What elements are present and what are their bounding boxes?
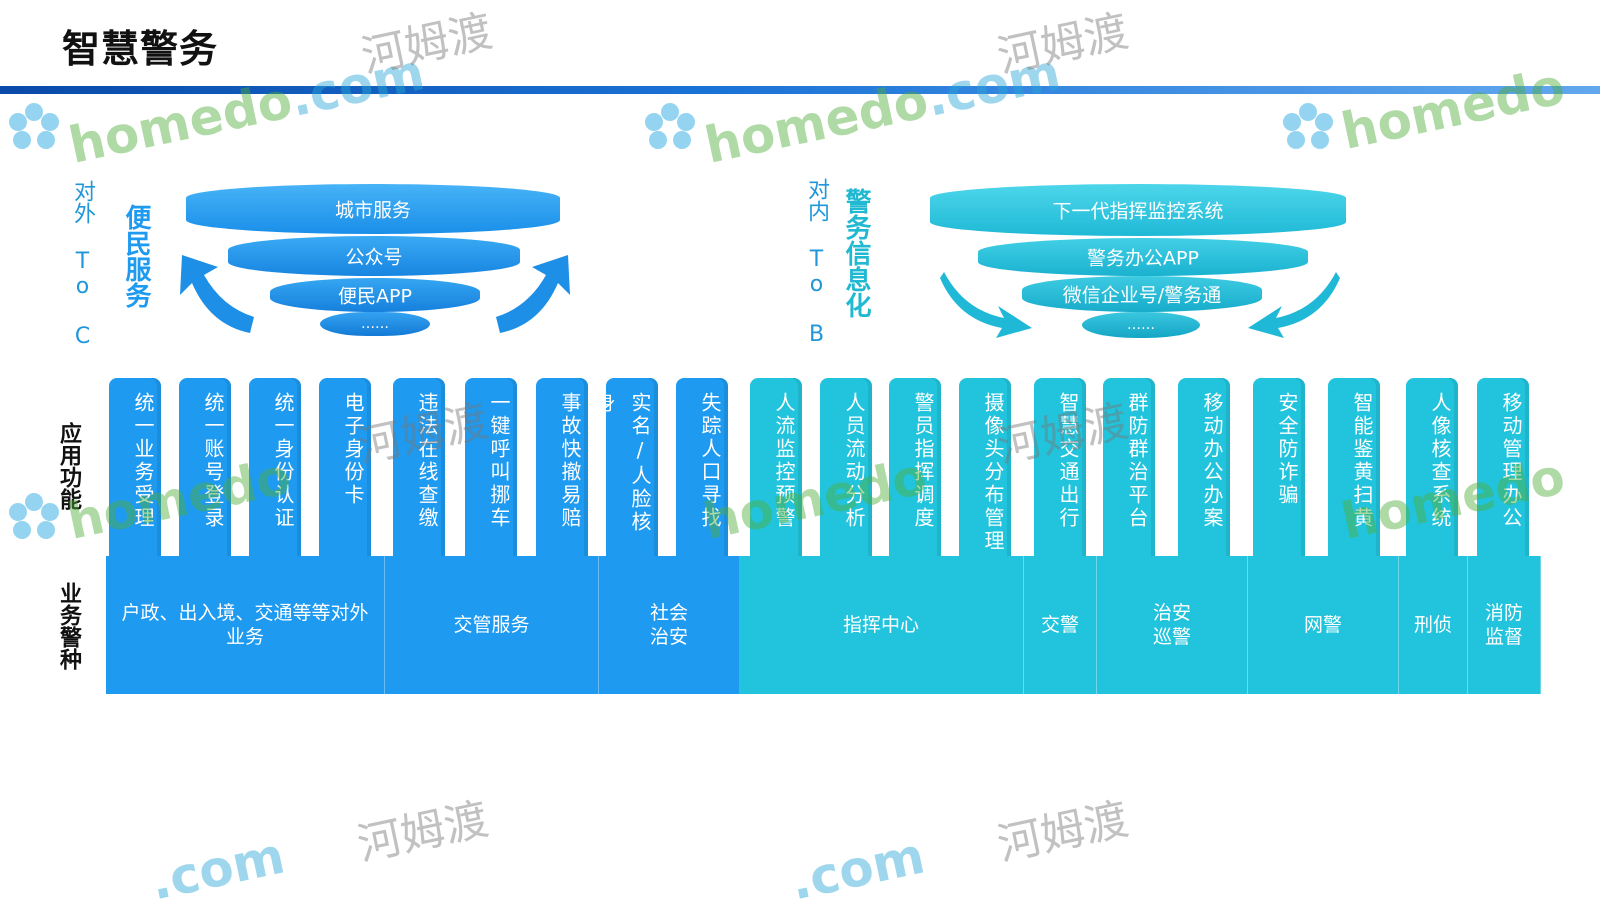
- police-type-cell: 刑侦: [1399, 556, 1468, 694]
- function-column: 移动办公办案: [1178, 378, 1230, 556]
- right-funnel-layer-2: 警务办公APP: [978, 238, 1308, 276]
- right-arrow-up-right-icon: [496, 255, 570, 333]
- watermark-brand: .com: [785, 826, 930, 911]
- arrow-down-left-icon: [1248, 272, 1340, 338]
- function-column: 统一账号登录: [179, 378, 231, 556]
- watermark-cn: 河姆渡: [993, 793, 1133, 872]
- row-label-police-types: 业务警种: [56, 582, 81, 670]
- function-column: 一键呼叫挪车: [465, 378, 517, 556]
- function-column: 人流监控预警: [750, 378, 802, 556]
- police-type-cell: 交管服务: [385, 556, 599, 694]
- function-column: 智慧交通出行: [1034, 378, 1086, 556]
- police-type-cell: 网警: [1248, 556, 1399, 694]
- watermark-cn: 河姆渡: [357, 5, 497, 84]
- left-side-label: 对外 To C: [70, 180, 95, 349]
- watermark-cn: 河姆渡: [353, 793, 493, 872]
- function-column: 人像核查系统: [1406, 378, 1458, 556]
- function-column: 人员流动分析: [820, 378, 872, 556]
- left-arrows: [180, 255, 570, 333]
- function-column: 实名/人脸核身: [592, 378, 658, 556]
- police-type-cell: 户政、出入境、交通等等对外业务: [106, 556, 385, 694]
- right-group-title: 警务信息化: [841, 188, 871, 318]
- left-arrow-up-left-icon: [180, 255, 254, 333]
- police-type-cell: 社会治安: [599, 556, 740, 694]
- watermark-brand: .com: [145, 826, 290, 911]
- flower-logo-icon: [645, 103, 695, 149]
- watermark-cn: 河姆渡: [993, 5, 1133, 84]
- function-column: 智能鉴黄扫黄: [1328, 378, 1380, 556]
- right-side-label: 对内 To B: [804, 178, 829, 347]
- police-type-cell: 交警: [1024, 556, 1097, 694]
- flower-logo-icon: [9, 103, 59, 149]
- function-column: 统一业务受理: [109, 378, 161, 556]
- row-label-functions: 应用功能: [56, 422, 81, 510]
- function-column: 摄像头分布管理: [959, 378, 1011, 556]
- police-type-cell: 消防监督: [1468, 556, 1541, 694]
- title-underline-bar: [0, 86, 1600, 94]
- page-title: 智慧警务: [62, 27, 219, 71]
- right-funnel-layer-1: 下一代指挥监控系统: [930, 184, 1346, 236]
- function-column: 电子身份卡: [319, 378, 371, 556]
- function-column: 事故快撤易赔: [536, 378, 588, 556]
- left-funnel-layer-1: 城市服务: [186, 184, 560, 234]
- arrow-down-right-icon: [940, 272, 1032, 338]
- right-funnel-layer-4: ……: [1082, 312, 1200, 338]
- function-column: 失踪人口寻找: [676, 378, 728, 556]
- left-group-title: 便民服务: [121, 204, 151, 308]
- police-type-cell: 治安巡警: [1097, 556, 1248, 694]
- function-column: 安全防诈骗: [1253, 378, 1305, 556]
- watermark-brand: homedo.com: [699, 43, 1066, 175]
- function-column: 违法在线查缴: [393, 378, 445, 556]
- right-funnel-layer-3: 微信企业号/警务通: [1022, 276, 1262, 312]
- police-type-cell: 指挥中心: [739, 556, 1024, 694]
- left-funnel-layer-2: 公众号: [228, 236, 520, 276]
- flower-logo-icon: [9, 493, 59, 539]
- function-column: 移动管理办公: [1477, 378, 1529, 556]
- left-funnel-layer-4: ……: [320, 312, 430, 336]
- function-column: 警员指挥调度: [889, 378, 941, 556]
- function-column: 统一身份认证: [249, 378, 301, 556]
- left-funnel-layer-3: 便民APP: [270, 278, 480, 312]
- watermark-brand: homedo: [1336, 57, 1570, 161]
- right-arrows: [940, 272, 1340, 338]
- function-column: 群防群治平台: [1103, 378, 1155, 556]
- flower-logo-icon: [1283, 103, 1333, 149]
